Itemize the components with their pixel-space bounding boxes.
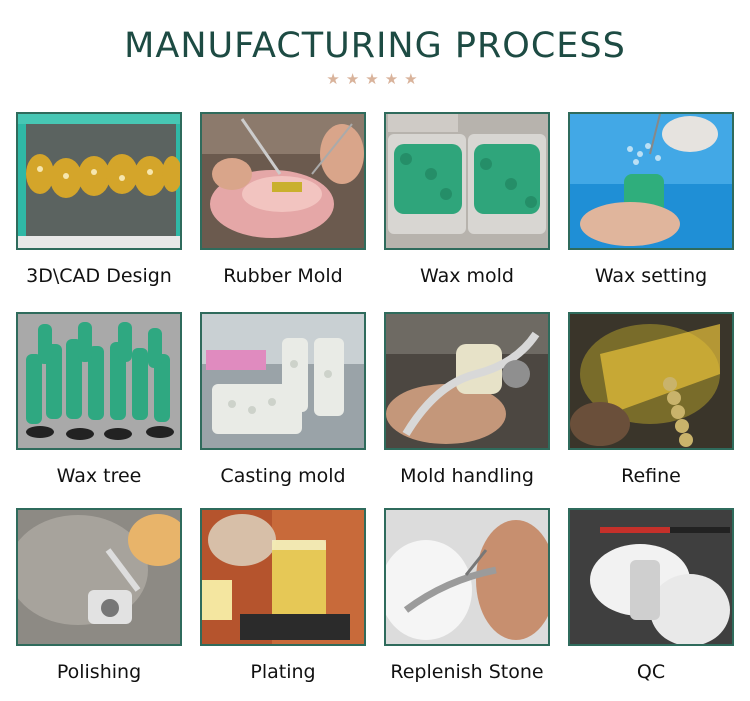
step-label: Refine <box>621 465 681 487</box>
plating-photo <box>200 508 366 646</box>
step-label: Casting mold <box>220 465 346 487</box>
step-wax-setting: Wax setting <box>568 112 734 287</box>
step-replenish-stone: Replenish Stone <box>384 508 550 683</box>
rubber-mold-photo <box>200 112 366 250</box>
step-plating: Plating <box>200 508 366 683</box>
qc-photo <box>568 508 734 646</box>
step-label: Replenish Stone <box>390 661 544 683</box>
step-rubber-mold: Rubber Mold <box>200 112 366 287</box>
wax-tree-photo <box>16 312 182 450</box>
page-title: MANUFACTURING PROCESS <box>124 26 626 66</box>
step-cad-design: 3D\CAD Design <box>16 112 182 287</box>
replenish-stone-photo <box>384 508 550 646</box>
step-label: Plating <box>250 661 316 683</box>
rating-stars-icon: ★★★★★ <box>326 71 424 88</box>
step-wax-tree: Wax tree <box>16 312 182 487</box>
cad-design-photo <box>16 112 182 250</box>
step-label: Polishing <box>56 661 142 683</box>
step-label: Wax tree <box>56 465 142 487</box>
mold-handling-photo <box>384 312 550 450</box>
wax-setting-photo <box>568 112 734 250</box>
step-casting-mold: Casting mold <box>200 312 366 487</box>
step-wax-mold: Wax mold <box>384 112 550 287</box>
step-polishing: Polishing <box>16 508 182 683</box>
process-grid: 3D\CAD Design Rubber Mold <box>16 112 734 692</box>
step-label: Wax setting <box>594 265 708 287</box>
step-label: 3D\CAD Design <box>26 265 172 287</box>
polishing-photo <box>16 508 182 646</box>
step-qc: QC <box>568 508 734 683</box>
step-refine: Refine <box>568 312 734 487</box>
wax-mold-photo <box>384 112 550 250</box>
refine-photo <box>568 312 734 450</box>
casting-mold-photo <box>200 312 366 450</box>
step-label: Rubber Mold <box>223 265 343 287</box>
step-label: QC <box>636 661 666 683</box>
step-label: Wax mold <box>420 265 514 287</box>
step-label: Mold handling <box>400 465 534 487</box>
step-mold-handling: Mold handling <box>384 312 550 487</box>
